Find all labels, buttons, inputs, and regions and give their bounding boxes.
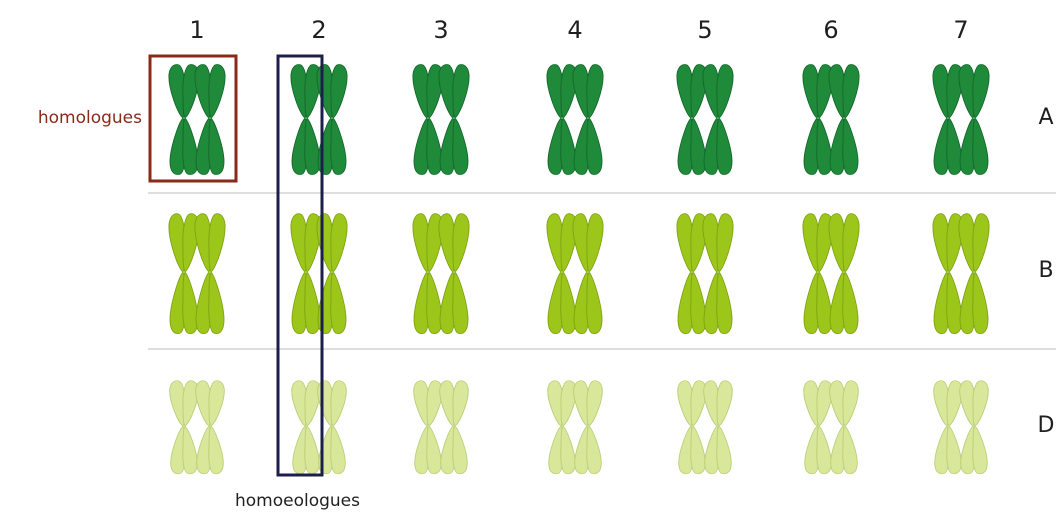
chromosome-b-3-2	[439, 214, 469, 334]
chromosome-a-5-1	[677, 65, 707, 175]
homologues-label: homologues	[38, 108, 142, 128]
chromosome-pair-a-6	[803, 65, 859, 175]
chromosome-pair-b-3	[413, 214, 469, 334]
genome-label-d: D	[1038, 413, 1055, 438]
chromosome-b-3-1	[413, 214, 443, 334]
chromosome-a-7-2	[959, 65, 989, 175]
column-label-7: 7	[953, 16, 968, 44]
chromosome-pair-a-1	[169, 65, 225, 175]
chromosome-a-1-1	[169, 65, 199, 175]
chromosome-b-6-1	[803, 214, 833, 334]
chromosome-pair-b-4	[547, 214, 603, 334]
chromosome-a-6-1	[803, 65, 833, 175]
chromosome-b-5-2	[703, 214, 733, 334]
chromosome-a-2-1	[291, 65, 321, 175]
chromosome-b-4-1	[547, 214, 577, 334]
column-label-4: 4	[567, 16, 582, 44]
chromosome-pair-d-5	[678, 381, 733, 474]
chromosome-pair-b-6	[803, 214, 859, 334]
chromosome-a-3-2	[439, 65, 469, 175]
chromosome-d-1-1	[170, 381, 199, 474]
chromosome-pair-d-3	[414, 381, 469, 474]
chromosome-pair-a-4	[547, 65, 603, 175]
chromosome-pair-d-4	[548, 381, 603, 474]
column-label-2: 2	[311, 16, 326, 44]
chromosome-b-7-1	[933, 214, 963, 334]
chromosome-d-3-2	[440, 381, 469, 474]
chromosome-pair-d-1	[170, 381, 225, 474]
chromosome-a-3-1	[413, 65, 443, 175]
chromosome-pair-a-2	[291, 65, 347, 175]
chromosome-pair-b-2	[291, 214, 347, 334]
chromosome-b-2-1	[291, 214, 321, 334]
column-label-6: 6	[823, 16, 838, 44]
chromosome-a-6-2	[829, 65, 859, 175]
chromosome-a-7-1	[933, 65, 963, 175]
chromosome-d-5-2	[704, 381, 733, 474]
chromosome-b-5-1	[677, 214, 707, 334]
chromosome-d-7-2	[960, 381, 989, 474]
chromosome-pair-b-1	[169, 214, 225, 334]
chromosome-d-6-1	[804, 381, 833, 474]
chromosome-b-1-1	[169, 214, 199, 334]
column-label-1: 1	[189, 16, 204, 44]
column-label-3: 3	[433, 16, 448, 44]
chromosome-pair-a-5	[677, 65, 733, 175]
homoeologues-label: homoeologues	[235, 491, 360, 511]
chromosome-d-3-1	[414, 381, 443, 474]
chromosome-d-1-2	[196, 381, 225, 474]
chromosome-b-6-2	[829, 214, 859, 334]
chromosome-pair-b-5	[677, 214, 733, 334]
chromosome-b-7-2	[959, 214, 989, 334]
chromosome-d-7-1	[934, 381, 963, 474]
chromosome-d-4-1	[548, 381, 577, 474]
chromosome-pair-d-2	[292, 381, 347, 474]
chromosome-pair-b-7	[933, 214, 989, 334]
chromosome-d-4-2	[574, 381, 603, 474]
chromosome-pair-d-7	[934, 381, 989, 474]
chromosome-a-1-2	[195, 65, 225, 175]
chromosome-pair-a-3	[413, 65, 469, 175]
column-label-5: 5	[697, 16, 712, 44]
chromosome-pair-d-6	[804, 381, 859, 474]
genome-label-a: A	[1038, 105, 1053, 130]
chromosome-d-5-1	[678, 381, 707, 474]
chromosome-b-4-2	[573, 214, 603, 334]
chromosome-b-1-2	[195, 214, 225, 334]
chromosome-a-4-1	[547, 65, 577, 175]
chromosome-d-2-1	[292, 381, 321, 474]
chromosome-grid	[169, 65, 989, 474]
chromosome-pair-a-7	[933, 65, 989, 175]
chromosome-a-5-2	[703, 65, 733, 175]
genome-label-b: B	[1038, 258, 1053, 283]
chromosome-a-4-2	[573, 65, 603, 175]
chromosome-d-6-2	[830, 381, 859, 474]
